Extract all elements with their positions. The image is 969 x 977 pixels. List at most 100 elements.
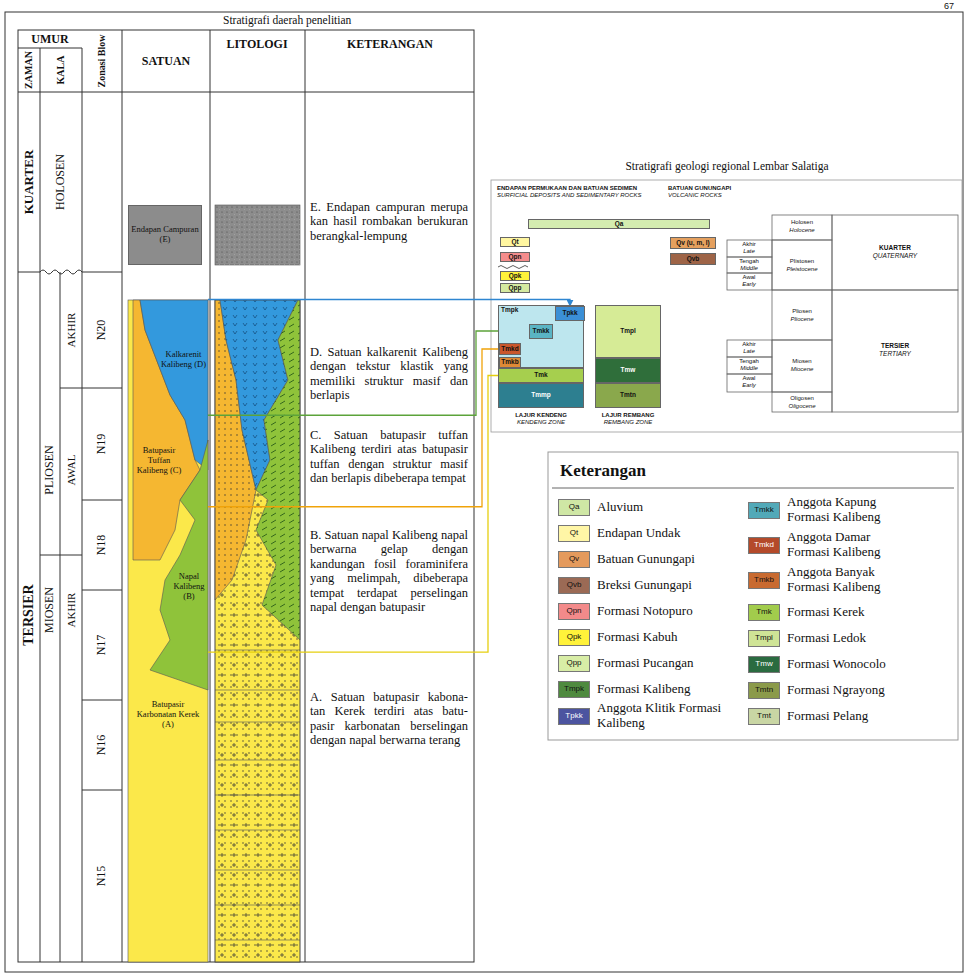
time-label: Holocene: [773, 227, 831, 233]
regional-inset: [772, 240, 832, 290]
regional-inset: [727, 273, 772, 290]
formation-box: Tmw: [595, 358, 661, 383]
legend-code: Tmpk: [558, 685, 590, 693]
rock-unit: Batupasir Karbonatan Kerek (A): [128, 540, 208, 962]
blow-zone: N16: [95, 735, 109, 756]
table-grid: [82, 700, 122, 701]
inset-header: ENDAPAN PERMUKAAN DAN BATUAN SEDIMEN: [497, 185, 667, 191]
legend-code: Qt: [558, 529, 590, 537]
legend-code: Qpp: [558, 659, 590, 667]
regional-inset: [832, 290, 958, 412]
connector-line: [208, 331, 498, 415]
legend-code: Tmkd: [748, 541, 780, 549]
inset-header: BATUAN GUNUNGAPI: [668, 185, 758, 191]
blow-zone: N17: [95, 635, 109, 656]
legend-box: [548, 452, 958, 740]
header-label: ZAMAN: [23, 51, 35, 89]
rock-unit: Batupasir Tuffan Kalibeng (C): [128, 300, 208, 560]
table-grid: [18, 270, 122, 274]
legend-code: Qpk: [558, 633, 590, 641]
legend-text: Breksi Gunungapi: [597, 578, 723, 593]
formation-box: TmpkTpkkTmkkTmkdTmkb: [498, 305, 584, 368]
era-label: TERSIER: [21, 584, 37, 645]
lithology-column: [215, 870, 300, 871]
zone-label: REMBANG ZONE: [586, 419, 670, 425]
legend-code: Tmpl: [748, 634, 780, 642]
page-frame: [5, 12, 963, 972]
table-grid: [82, 790, 122, 791]
lithology-column: [215, 905, 300, 906]
table-grid: [122, 30, 123, 962]
legend-text: Formasi Ledok: [787, 631, 913, 646]
time-label: Miocene: [773, 366, 831, 372]
legend-code: Qvb: [558, 581, 590, 589]
formation-box: Tmtn: [595, 383, 661, 408]
legend-code: Tmtn: [748, 686, 780, 694]
legend-text: Endapan Undak: [597, 526, 723, 541]
legend-text: Anggota Damar Formasi Kalibeng: [787, 530, 913, 560]
legend-text: Anggota Kapung Formasi Kalibeng: [787, 495, 913, 525]
unit-label: Batupasir Tuffan Kalibeng (C): [134, 446, 184, 475]
lithology-column: [215, 650, 300, 651]
unit-label: Tmkk: [533, 328, 550, 335]
blow-zone: N19: [95, 434, 109, 455]
unit-label: Qa: [615, 221, 624, 228]
legend-text: Formasi Pelang: [787, 709, 913, 724]
time-label: Pleistocene: [773, 266, 831, 272]
legend-code: Qv: [558, 555, 590, 563]
blow-zone: N18: [95, 535, 109, 556]
blow-zone: N15: [95, 866, 109, 887]
time-label: Awal: [727, 274, 771, 280]
lithology-column: [215, 300, 300, 962]
unit-label: Qpp: [509, 285, 522, 292]
diagram-title: Stratigrafi daerah penelitian: [223, 14, 351, 27]
regional-inset: [727, 340, 772, 357]
time-label: TERTIARY: [835, 351, 955, 358]
unit-label: Tpkk: [562, 310, 577, 317]
time-label: QUATERNARY: [835, 253, 955, 260]
legend-text: Formasi Pucangan: [597, 656, 723, 671]
unit-label: Qpn: [509, 254, 522, 261]
legend-code: Tmkb: [748, 576, 780, 584]
legend-box: [548, 452, 958, 740]
legend-text: Formasi Ngrayong: [787, 683, 913, 698]
unit-label: Tmmp: [531, 392, 551, 399]
unit-label: Qvb: [687, 256, 700, 263]
description-text: A. Satuan batupasir kabona- tan Kerek te…: [310, 690, 468, 748]
regional-inset: [772, 340, 832, 392]
unit-label: Tmw: [621, 367, 636, 374]
regional-inset: [491, 180, 962, 432]
unit-column: [140, 300, 208, 470]
legend-text: Formasi Kalibeng: [597, 682, 723, 697]
time-label: Akhir: [727, 341, 771, 347]
zone-label: KENDENG ZONE: [499, 419, 583, 425]
unit-label: Qt: [511, 239, 518, 246]
header-label: LITOLOGI: [212, 38, 302, 52]
lithology-column: [256, 300, 300, 640]
regional-inset: [498, 266, 528, 269]
lithology-column: [256, 300, 300, 640]
regional-inset: [491, 180, 962, 432]
unit-column: [150, 440, 208, 690]
header-label: Zonasi Blow: [96, 34, 108, 87]
header-label: KALA: [55, 56, 67, 85]
time-label: Tengah: [727, 358, 771, 364]
subepoch-label: AKHIR: [65, 313, 78, 348]
legend-code: Qpn: [558, 607, 590, 615]
lithology-column: [215, 300, 300, 962]
legend-text: Formasi Wonocolo: [787, 657, 913, 672]
zone-label: LAJUR REMBANG: [586, 412, 670, 418]
formation-box: Tmpl: [595, 305, 661, 358]
regional-inset: [727, 257, 772, 273]
formation-box: Qv (u, m, l): [670, 237, 716, 249]
lithology-column: [215, 300, 300, 962]
description-text: C. Satuan batupasir tuffan Kalibeng terd…: [310, 428, 468, 486]
unit-label: Qv (u, m, l): [676, 240, 710, 247]
inset-title: Stratigrafi geologi regional Lembar Sala…: [567, 160, 887, 173]
table-grid: [210, 30, 211, 962]
lithology-column: [215, 205, 300, 962]
inset-header: VOLCANIC ROCKS: [668, 192, 758, 198]
regional-inset: [832, 215, 958, 290]
